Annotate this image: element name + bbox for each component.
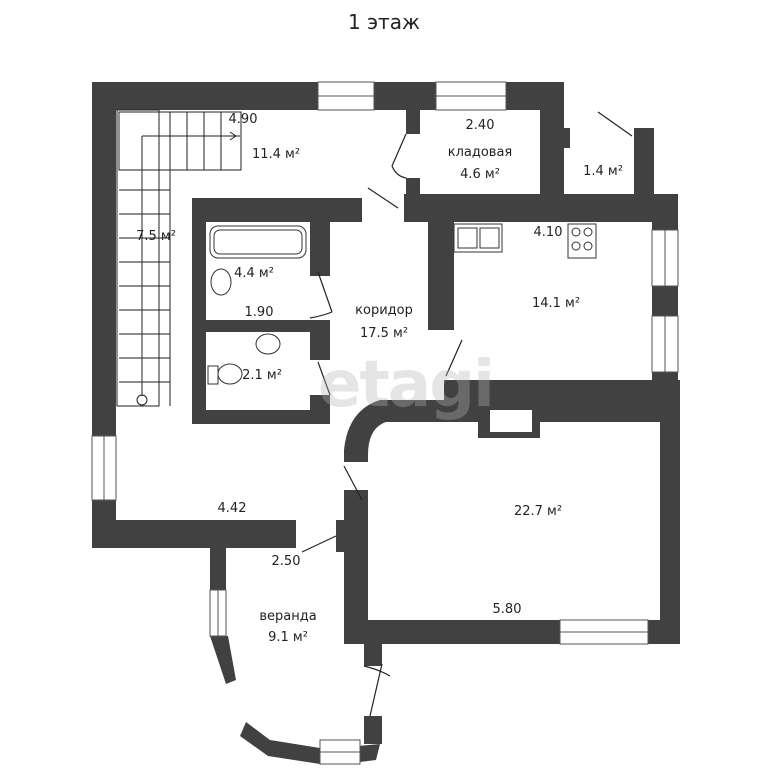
dimension-hall-bottom: 4.42 — [217, 501, 247, 516]
name-storage: кладовая — [447, 145, 513, 160]
dimension-veranda: 2.50 — [271, 554, 301, 569]
floor-title: 1 этаж — [348, 10, 420, 34]
dimension-hall-top: 4.90 — [228, 112, 258, 127]
area-storage: 4.6 м² — [460, 167, 500, 182]
doors — [301, 111, 633, 717]
fixtures — [207, 223, 597, 385]
area-hall-top: 11.4 м² — [251, 147, 301, 162]
area-toilet: 2.1 м² — [242, 368, 282, 383]
area-corridor: 17.5 м² — [359, 326, 409, 341]
dimension-kitchen: 4.10 — [533, 225, 563, 240]
area-kitchen: 14.1 м² — [531, 296, 581, 311]
area-stairs: 7.5 м² — [136, 229, 176, 244]
windows — [91, 81, 679, 765]
area-bathroom: 4.4 м² — [234, 266, 274, 281]
name-corridor: коридор — [355, 303, 413, 318]
area-living: 22.7 м² — [513, 504, 563, 519]
area-veranda: 9.1 м² — [268, 630, 308, 645]
dimension-living: 5.80 — [492, 602, 522, 617]
floors — [206, 110, 652, 432]
dimension-bathroom: 1.90 — [244, 305, 274, 320]
name-veranda: веранда — [259, 609, 317, 624]
staircase — [116, 109, 242, 407]
watermark: etagi — [318, 348, 495, 422]
dimension-storage: 2.40 — [465, 118, 495, 133]
area-closet: 1.4 м² — [583, 164, 623, 179]
